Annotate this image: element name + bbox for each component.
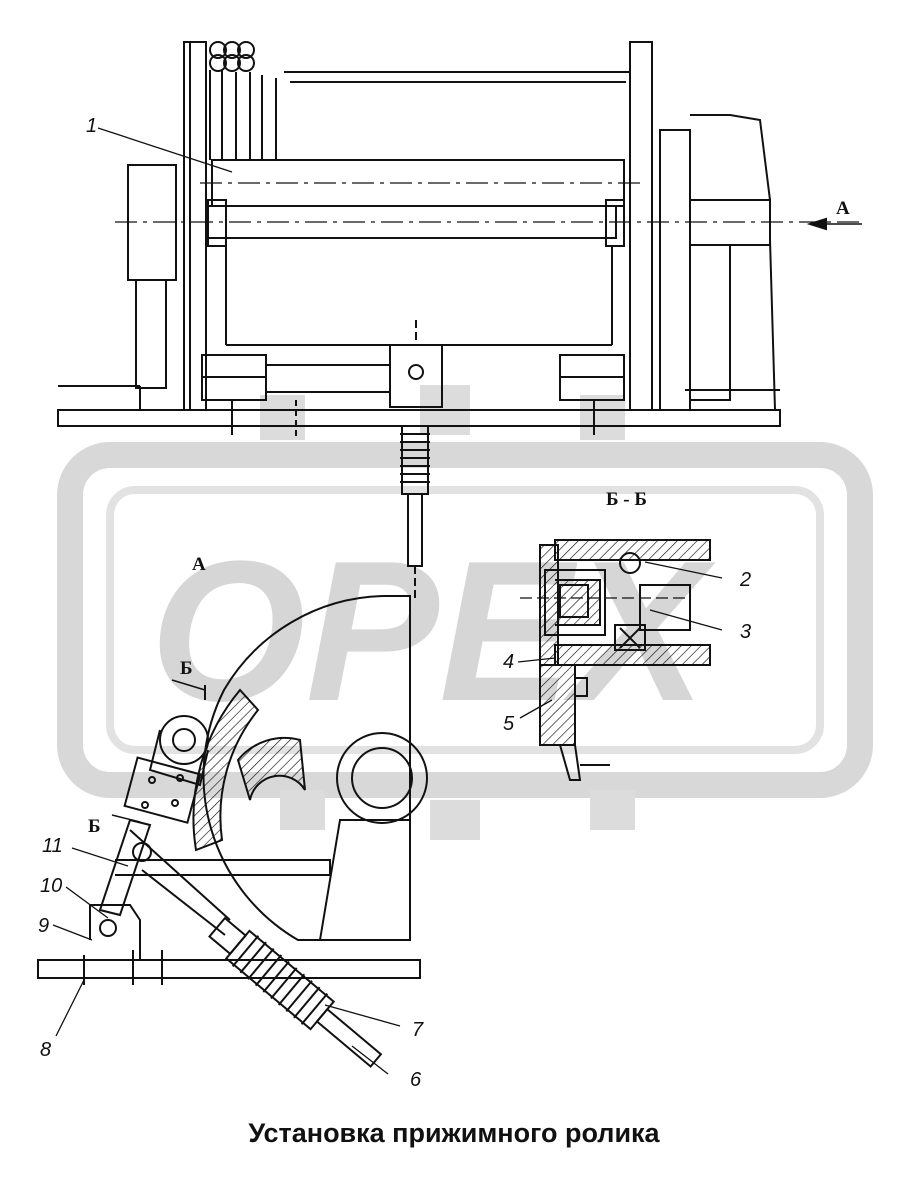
section-axle: [639, 584, 691, 631]
callout-2: 2: [739, 569, 751, 591]
roller-clamp-plate: [123, 756, 202, 824]
section-mark-top: Б: [180, 658, 193, 679]
section-view: [520, 539, 711, 781]
right-flange: [629, 41, 653, 411]
drum-housing: [202, 595, 411, 941]
callout-11: 11: [42, 835, 63, 857]
callout-10: 10: [40, 875, 62, 897]
callout-1: 1: [86, 115, 97, 137]
lower-bracket: [89, 904, 141, 960]
section-bearing-bottom: [614, 624, 646, 651]
tension-spring-top: [400, 425, 430, 600]
drum-hub-inner: [351, 747, 413, 809]
callout-7: 7: [412, 1019, 424, 1041]
section-mark-bottom: Б: [88, 816, 101, 837]
top-assembly: [57, 41, 862, 440]
base-plate: [57, 409, 781, 427]
callout-4: 4: [503, 651, 514, 673]
drum-hub-outer: [336, 732, 428, 824]
pressure-roller-end: [159, 715, 209, 765]
section-mount: [539, 664, 576, 746]
tension-spring-side: [208, 916, 383, 1068]
callout-5: 5: [503, 713, 515, 735]
callout-8: 8: [40, 1039, 51, 1061]
callout-6: 6: [410, 1069, 422, 1091]
rope-coils: [209, 41, 277, 160]
callout-3: 3: [740, 621, 751, 643]
leader-lines: [52, 127, 723, 1075]
arrow-a-label: А: [836, 198, 850, 219]
side-base: [37, 959, 421, 979]
section-bearing-top: [619, 552, 641, 574]
lever-arm: [98, 818, 152, 917]
figure-caption: Установка прижимного ролика: [248, 1118, 660, 1148]
left-flange: [183, 41, 207, 411]
spring-rod: [315, 1007, 383, 1068]
section-title: Б - Б: [606, 489, 647, 510]
callout-9: 9: [38, 915, 49, 937]
side-view: [37, 595, 428, 1068]
view-a-label: А: [192, 554, 206, 575]
